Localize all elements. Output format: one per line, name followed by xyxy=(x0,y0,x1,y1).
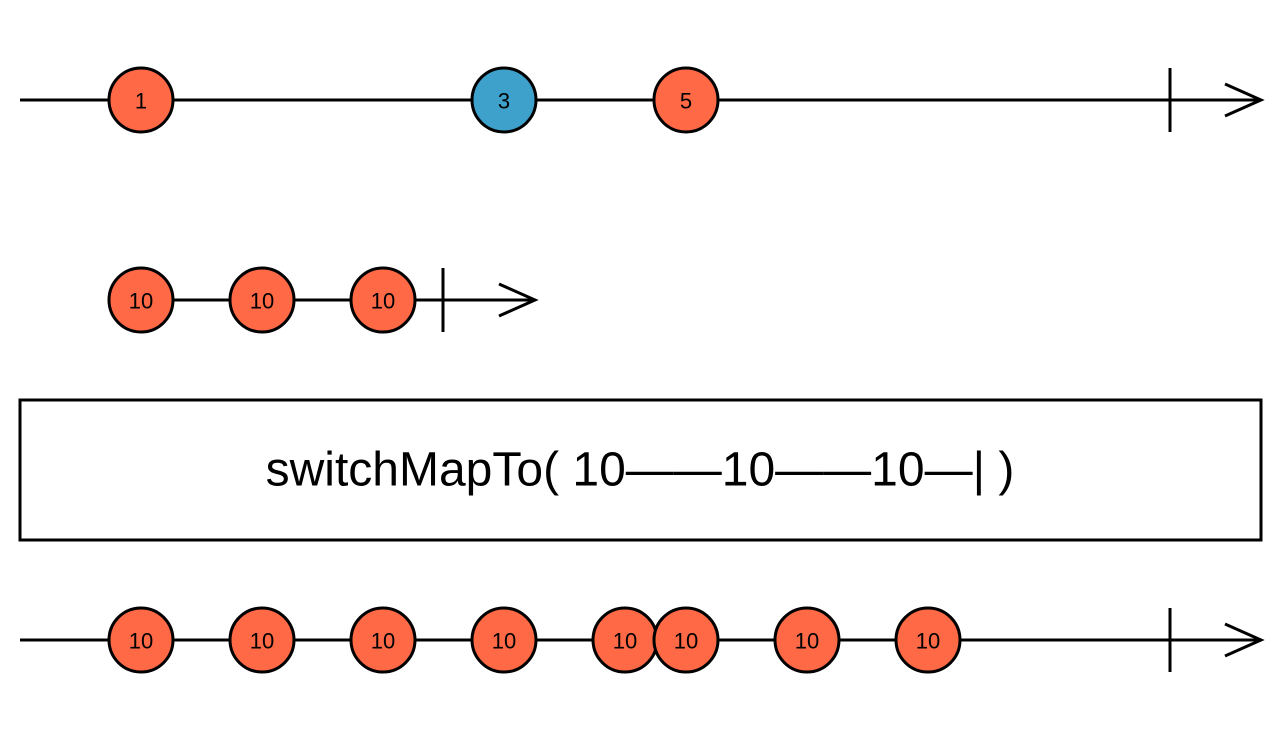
operator-box-frame xyxy=(18,398,1263,542)
marble-circle xyxy=(107,66,175,134)
marble-circle xyxy=(349,266,417,334)
marble-value: 10 xyxy=(492,629,516,654)
marble-circle xyxy=(107,606,175,674)
marble-circle xyxy=(652,606,720,674)
result-marble: 10 xyxy=(228,606,296,674)
result-marble: 10 xyxy=(591,606,659,674)
marble-circle xyxy=(652,66,720,134)
marble-circle xyxy=(894,606,962,674)
source-timeline: 1 3 5 xyxy=(20,66,1265,134)
marble-circle xyxy=(470,606,538,674)
operator-box: switchMapTo( 10——10——10—| ) xyxy=(18,398,1263,542)
result-marble: 10 xyxy=(652,606,720,674)
inner-marble: 10 xyxy=(228,266,296,334)
marble-value: 10 xyxy=(129,289,153,314)
marble-circle xyxy=(470,66,538,134)
marble-circle xyxy=(349,606,417,674)
marble-circle xyxy=(107,266,175,334)
inner-marble: 10 xyxy=(349,266,417,334)
inner-marble: 10 xyxy=(107,266,175,334)
marble-value: 10 xyxy=(674,629,698,654)
source-marble: 3 xyxy=(470,66,538,134)
operator-label: switchMapTo( 10——10——10—| ) xyxy=(266,444,1015,497)
marble-circle xyxy=(773,606,841,674)
marble-value: 3 xyxy=(498,89,510,114)
marble-value: 10 xyxy=(371,629,395,654)
marble-value: 10 xyxy=(250,289,274,314)
marble-value: 1 xyxy=(135,89,147,114)
inner-arrow-head xyxy=(498,282,539,318)
marble-value: 10 xyxy=(371,289,395,314)
result-marble: 10 xyxy=(773,606,841,674)
source-arrow-head xyxy=(1224,82,1265,118)
result-timeline: 10 10 10 10 10 10 10 10 xyxy=(20,606,1265,674)
source-marble: 1 xyxy=(107,66,175,134)
result-marble: 10 xyxy=(349,606,417,674)
marble-value: 10 xyxy=(250,629,274,654)
marble-circle xyxy=(228,606,296,674)
marble-value: 5 xyxy=(680,89,692,114)
marble-circle xyxy=(228,266,296,334)
source-marble: 5 xyxy=(652,66,720,134)
result-arrow-head xyxy=(1224,622,1265,658)
marble-value: 10 xyxy=(613,629,637,654)
marble-value: 10 xyxy=(129,629,153,654)
result-marble: 10 xyxy=(894,606,962,674)
marble-value: 10 xyxy=(916,629,940,654)
inner-timeline: 10 10 10 xyxy=(107,266,539,334)
result-marble: 10 xyxy=(470,606,538,674)
marble-value: 10 xyxy=(795,629,819,654)
result-marble: 10 xyxy=(107,606,175,674)
